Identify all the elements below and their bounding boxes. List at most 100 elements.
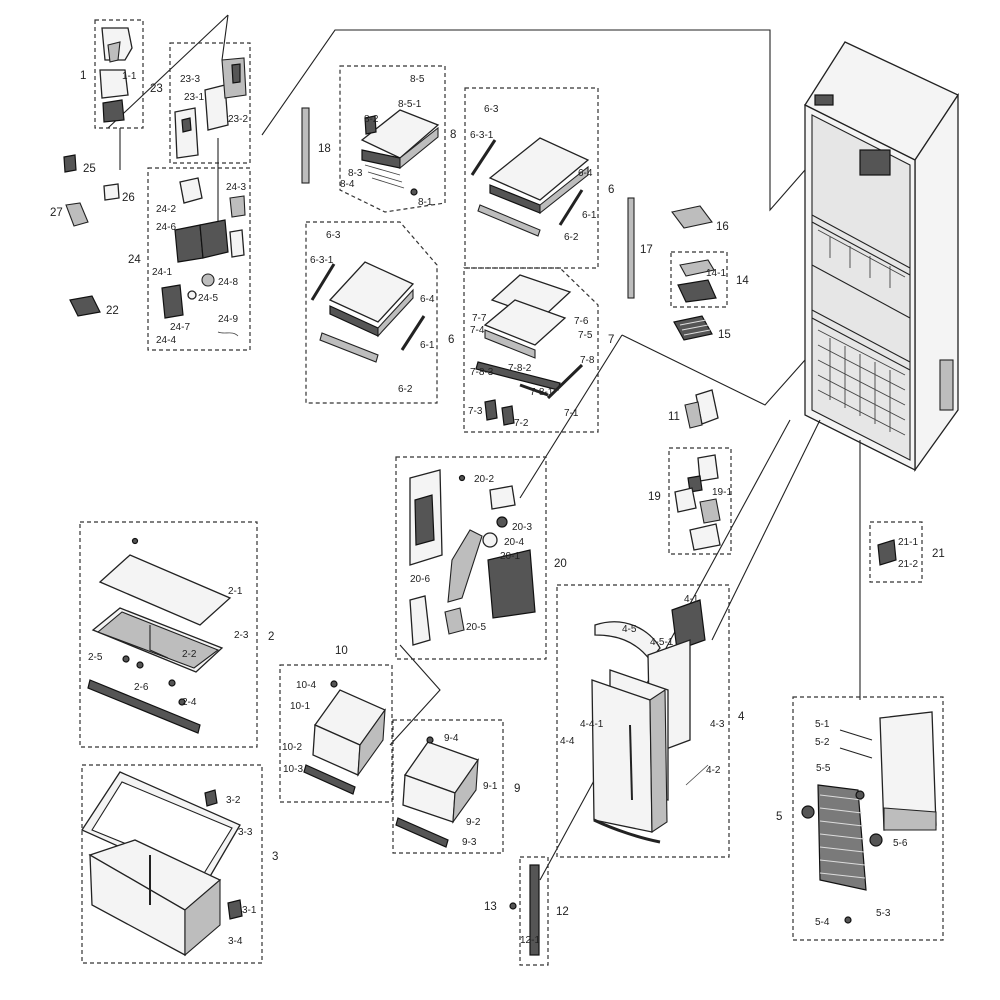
label-4-5: 4-5 (622, 624, 637, 635)
part-16: 16 (671, 205, 729, 233)
label-5-1: 5-1 (815, 719, 830, 730)
part-18: 18 (301, 107, 331, 184)
label-8-5: 8-5 (410, 74, 425, 85)
label-19: 19 (648, 491, 661, 503)
label-20: 20 (554, 558, 567, 570)
label-9-1: 9-1 (483, 781, 498, 792)
label-2-1: 2-1 (228, 586, 243, 597)
label-24-6: 24-6 (156, 222, 176, 233)
label-7-8-3: 7-8-3 (470, 367, 494, 378)
label-27: 27 (50, 207, 63, 219)
label-2-3: 2-3 (234, 630, 249, 641)
label-18: 18 (318, 143, 331, 155)
label-21: 21 (932, 548, 945, 560)
label-7-3: 7-3 (468, 406, 483, 417)
label-2-5: 2-5 (88, 652, 103, 663)
label-8-5-1: 8-5-1 (398, 99, 422, 110)
label-11: 11 (668, 411, 680, 423)
label-7-8-1: 7-8-1 (530, 387, 554, 398)
label-7-8: 7-8 (580, 355, 595, 366)
label-24: 24 (128, 254, 141, 266)
label-10-3: 10-3 (283, 764, 303, 775)
label-15: 15 (718, 329, 731, 341)
label-19-1: 19-1 (712, 487, 732, 498)
label-6-4b: 6-4 (420, 294, 435, 305)
label-26: 26 (122, 192, 135, 204)
group-7: 7 7-1 7-2 7-3 7-4 7-5 7-6 7-7 7-8 7-8-1 … (463, 267, 614, 433)
label-10-1: 10-1 (290, 701, 310, 712)
label-3: 3 (272, 851, 278, 863)
label-20-4: 20-4 (504, 537, 524, 548)
label-4-5-1: 4-5-1 (650, 637, 674, 648)
label-12-1: 12-1 (520, 935, 540, 946)
label-24-4: 24-4 (156, 335, 176, 346)
label-16: 16 (716, 221, 729, 233)
label-9-2: 9-2 (466, 817, 481, 828)
group-12: 12 12-1 13 (484, 856, 569, 966)
label-23: 23 (150, 83, 163, 95)
label-20-1: 20-1 (500, 551, 520, 562)
label-21-2: 21-2 (898, 559, 918, 570)
label-24-5: 24-5 (198, 293, 218, 304)
label-20-5: 20-5 (466, 622, 486, 633)
label-5: 5 (776, 811, 782, 823)
part-11: 11 (668, 389, 719, 429)
group-20: 20 20-1 20-2 20-3 20-4 20-5 20-6 (395, 456, 567, 660)
label-5-4: 5-4 (815, 917, 830, 928)
label-6-4a: 6-4 (578, 168, 593, 179)
label-9-3: 9-3 (462, 837, 477, 848)
part-17: 17 (627, 197, 653, 299)
group-1: 1 1-1 (80, 19, 144, 129)
label-10-2: 10-2 (282, 742, 302, 753)
label-8: 8 (450, 129, 456, 141)
label-4-4: 4-4 (560, 736, 575, 747)
group-8: 8 8-1 8-2 8-3 8-4 8-5 8-5-1 (339, 65, 456, 213)
label-5-2: 5-2 (815, 737, 830, 748)
label-7-6: 7-6 (574, 316, 589, 327)
label-24-8: 24-8 (218, 277, 238, 288)
label-3-3: 3-3 (238, 827, 253, 838)
label-6-3b: 6-3 (326, 230, 341, 241)
label-9: 9 (514, 783, 520, 795)
label-2: 2 (268, 631, 274, 643)
label-8-2: 8-2 (364, 114, 379, 125)
label-2-2: 2-2 (182, 649, 197, 660)
label-10-4: 10-4 (296, 680, 316, 691)
label-8-1: 8-1 (418, 197, 433, 208)
group-24: 24 24-1 24-2 24-3 24-4 24-5 24-6 24-7 24… (128, 138, 251, 351)
label-7-8-2: 7-8-2 (508, 363, 532, 374)
label-13: 13 (484, 901, 497, 913)
label-20-6: 20-6 (410, 574, 430, 585)
group-6-upper: 6 6-1 6-2 6-3 6-3-1 6-4 (464, 87, 614, 269)
label-6-2b: 6-2 (398, 384, 413, 395)
group-21: 21 21-1 21-2 (869, 521, 945, 583)
group-9: 9 9-1 9-2 9-3 9-4 (392, 719, 520, 854)
label-2-6: 2-6 (134, 682, 149, 693)
group-2: 2 2-1 2-2 2-3 2-4 2-5 2-6 (79, 521, 274, 748)
label-24-1: 24-1 (152, 267, 172, 278)
label-24-9: 24-9 (218, 314, 238, 325)
label-7-5: 7-5 (578, 330, 593, 341)
label-4: 4 (738, 711, 745, 723)
label-23-3: 23-3 (180, 74, 200, 85)
group-5: 5 5-1 5-2 5-3 5-4 5-5 5-6 (776, 696, 944, 941)
label-3-4: 3-4 (228, 936, 243, 947)
label-8-4: 8-4 (340, 179, 355, 190)
group-19: 19 19-1 (648, 447, 732, 555)
label-23-1: 23-1 (184, 92, 204, 103)
loose-parts-left: 25 26 27 22 (50, 154, 135, 317)
label-3-2: 3-2 (226, 795, 241, 806)
leader-lines (107, 14, 861, 881)
label-7-1: 7-1 (564, 408, 579, 419)
label-10: 10 (335, 645, 348, 657)
label-5-6: 5-6 (893, 838, 908, 849)
label-6b: 6 (448, 334, 454, 346)
part-15: 15 (673, 315, 731, 341)
label-9-4: 9-4 (444, 733, 459, 744)
label-24-3: 24-3 (226, 182, 246, 193)
label-17: 17 (640, 244, 653, 256)
label-21-1: 21-1 (898, 537, 918, 548)
label-25: 25 (83, 163, 96, 175)
label-24-7: 24-7 (170, 322, 190, 333)
